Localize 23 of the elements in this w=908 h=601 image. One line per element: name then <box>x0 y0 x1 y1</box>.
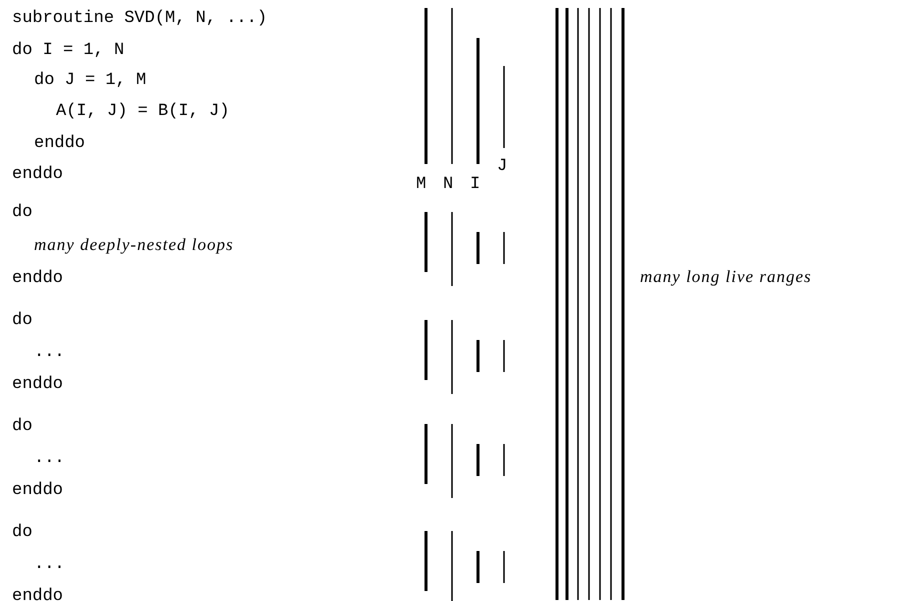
code-line: subroutine SVD(M, N, ...) <box>12 10 268 27</box>
ellipsis-text: ... <box>34 556 65 573</box>
annotation-text: many long live ranges <box>640 268 812 285</box>
code-line: do J = 1, M <box>34 72 146 89</box>
ellipsis-text: ... <box>34 344 65 361</box>
code-line: enddo <box>12 166 64 183</box>
code-line: enddo <box>12 270 64 287</box>
variable-label: I <box>470 176 480 193</box>
comment-text: many deeply-nested loops <box>34 236 234 253</box>
code-line: do <box>12 524 32 541</box>
code-line: do I = 1, N <box>12 42 124 59</box>
variable-label: M <box>416 176 426 193</box>
code-line: enddo <box>12 376 64 393</box>
code-line: enddo <box>12 588 64 601</box>
code-line: enddo <box>12 482 64 499</box>
code-line: do <box>12 418 32 435</box>
variable-label: N <box>443 176 454 193</box>
variable-label: J <box>497 158 508 175</box>
code-line: enddo <box>34 135 86 152</box>
ellipsis-text: ... <box>34 450 65 467</box>
code-line: A(I, J) = B(I, J) <box>56 103 230 120</box>
code-line: do <box>12 312 32 329</box>
code-line: do <box>12 204 32 221</box>
